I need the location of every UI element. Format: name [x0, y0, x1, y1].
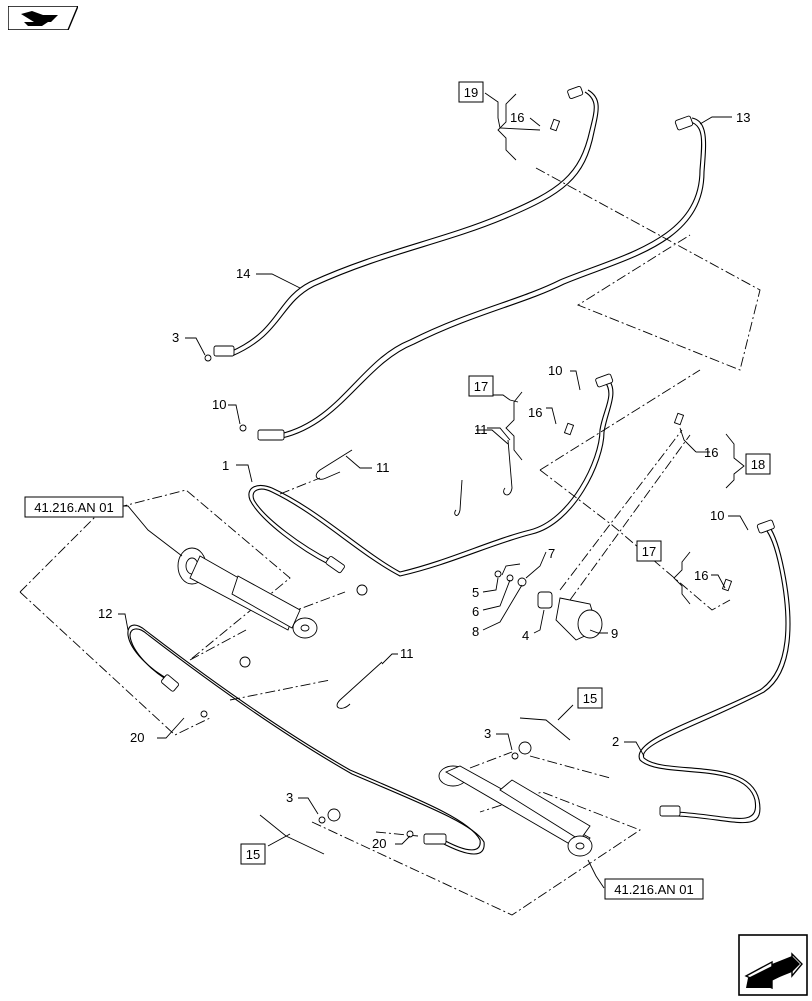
- callout-2: 2: [612, 734, 619, 749]
- callout-7: 7: [548, 546, 555, 561]
- callout-12: 12: [98, 606, 112, 621]
- callout-10: 10: [212, 397, 226, 412]
- callout-3: 3: [484, 726, 491, 741]
- callout-13: 13: [736, 110, 750, 125]
- callout-11: 11: [400, 646, 414, 661]
- hose-2: [638, 519, 791, 824]
- callout-14: 14: [236, 266, 250, 281]
- svg-text:41.216.AN 01: 41.216.AN 01: [34, 500, 114, 515]
- callout-20: 20: [130, 730, 144, 745]
- brackets: [259, 93, 745, 855]
- callout-16: 16: [704, 445, 718, 460]
- svg-text:18: 18: [751, 457, 765, 472]
- callout-labels: 16 13 14 3 10 10 16 11 11 1 16 10 7 16 5…: [98, 110, 750, 851]
- boxed-reference-15-right[interactable]: 15: [577, 687, 603, 709]
- boxed-reference-15-left[interactable]: 15: [240, 843, 266, 865]
- cylinder-top-left: [177, 547, 368, 668]
- guide-lines: [19, 167, 761, 916]
- callout-3: 3: [286, 790, 293, 805]
- callout-11: 11: [376, 460, 390, 475]
- boxed-reference-17-upper[interactable]: 17: [468, 375, 494, 397]
- callout-16: 16: [510, 110, 524, 125]
- boxed-reference-17-lower[interactable]: 17: [636, 540, 662, 562]
- callout-16: 16: [528, 405, 542, 420]
- leader-lines: [118, 92, 749, 889]
- svg-text:15: 15: [246, 847, 260, 862]
- callout-20: 20: [372, 836, 386, 851]
- small-fittings: [200, 118, 733, 838]
- retainer-clips: [315, 439, 513, 709]
- section-reference-top[interactable]: 41.216.AN 01: [24, 496, 124, 518]
- callout-11: 11: [474, 422, 488, 437]
- boxed-reference-18[interactable]: 18: [745, 453, 771, 475]
- callout-1: 1: [222, 458, 229, 473]
- svg-text:41.216.AN 01: 41.216.AN 01: [614, 882, 694, 897]
- boxed-reference-19[interactable]: 19: [458, 81, 484, 103]
- valve-assembly: [494, 570, 603, 641]
- callout-8: 8: [472, 624, 479, 639]
- svg-text:17: 17: [474, 379, 488, 394]
- callout-3: 3: [172, 330, 179, 345]
- view-orientation-icon[interactable]: [7, 5, 80, 31]
- svg-text:15: 15: [583, 691, 597, 706]
- svg-text:17: 17: [642, 544, 656, 559]
- section-reference-bottom[interactable]: 41.216.AN 01: [604, 878, 704, 900]
- callout-4: 4: [522, 628, 529, 643]
- hose-1: [248, 373, 614, 577]
- callout-5: 5: [472, 585, 479, 600]
- callout-16: 16: [694, 568, 708, 583]
- callout-10: 10: [710, 508, 724, 523]
- next-page-arrow-icon[interactable]: [738, 934, 808, 996]
- svg-text:19: 19: [464, 85, 478, 100]
- hose-12: [127, 624, 485, 855]
- hose-13: [257, 115, 707, 441]
- hose-14: [213, 85, 599, 357]
- cylinder-bottom-right: [327, 741, 593, 857]
- callout-9: 9: [611, 626, 618, 641]
- callout-6: 6: [472, 604, 479, 619]
- callout-10: 10: [548, 363, 562, 378]
